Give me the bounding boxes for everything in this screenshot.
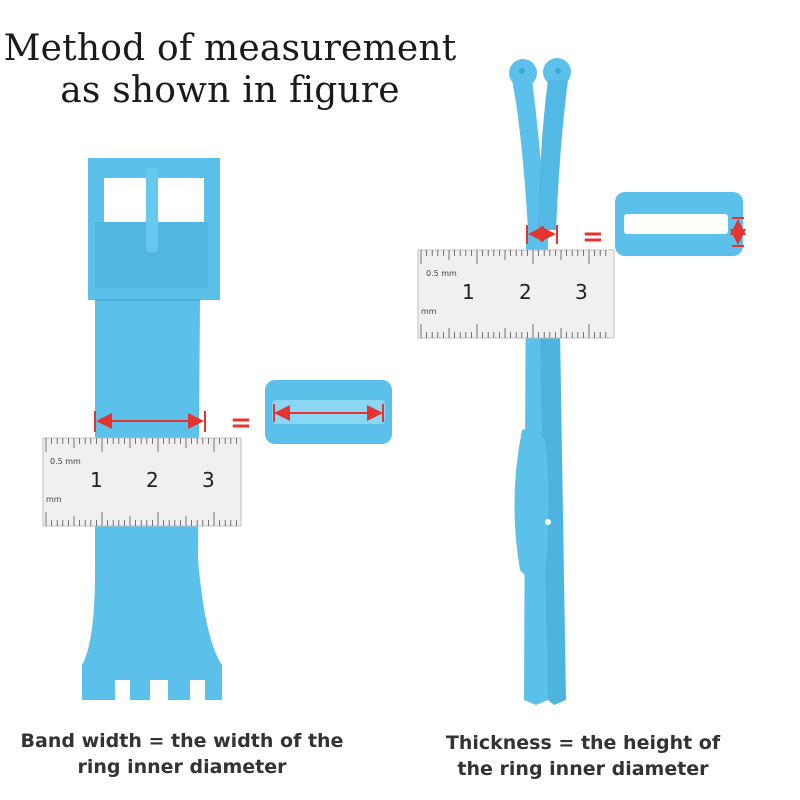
ruler-number: 1	[90, 468, 103, 492]
ruler-unit-label: 0.5 mm	[426, 269, 457, 278]
ruler-number: 3	[202, 468, 215, 492]
title-line-1: Method of measurement	[3, 28, 457, 69]
title-line-2: as shown in figure	[60, 70, 400, 111]
equals-sign: =	[230, 408, 252, 438]
ruler-unit-label: 0.5 mm	[50, 457, 81, 466]
watch-band-side	[509, 58, 571, 705]
ruler-right: 0.5 mm mm 1 2 3	[417, 249, 615, 339]
watch-band-flat	[82, 158, 222, 700]
ruler-unit-label: mm	[421, 307, 437, 316]
ruler-unit-label: mm	[46, 495, 62, 504]
caption-left-line-1: Band width = the width of the	[20, 730, 344, 752]
equals-sign: =	[582, 222, 604, 252]
ring-loop-front	[265, 380, 392, 444]
ruler-number: 1	[462, 280, 475, 304]
ruler-ticks	[420, 250, 607, 264]
ruler-ticks	[45, 438, 237, 452]
ruler-number: 2	[519, 280, 532, 304]
thickness-arrow	[526, 225, 558, 244]
ruler-number: 3	[575, 280, 588, 304]
caption-right-line-1: Thickness = the height of	[445, 732, 721, 754]
ruler-number: 2	[146, 468, 159, 492]
ruler-ticks	[45, 512, 237, 526]
width-arrow	[94, 411, 206, 432]
ruler-left: 0.5 mm mm 1 2 3	[42, 437, 242, 527]
caption-left-line-2: ring inner diameter	[77, 756, 287, 778]
ruler-ticks	[420, 324, 607, 338]
caption-right-line-2: the ring inner diameter	[457, 758, 709, 780]
ring-loop-side	[615, 192, 746, 256]
